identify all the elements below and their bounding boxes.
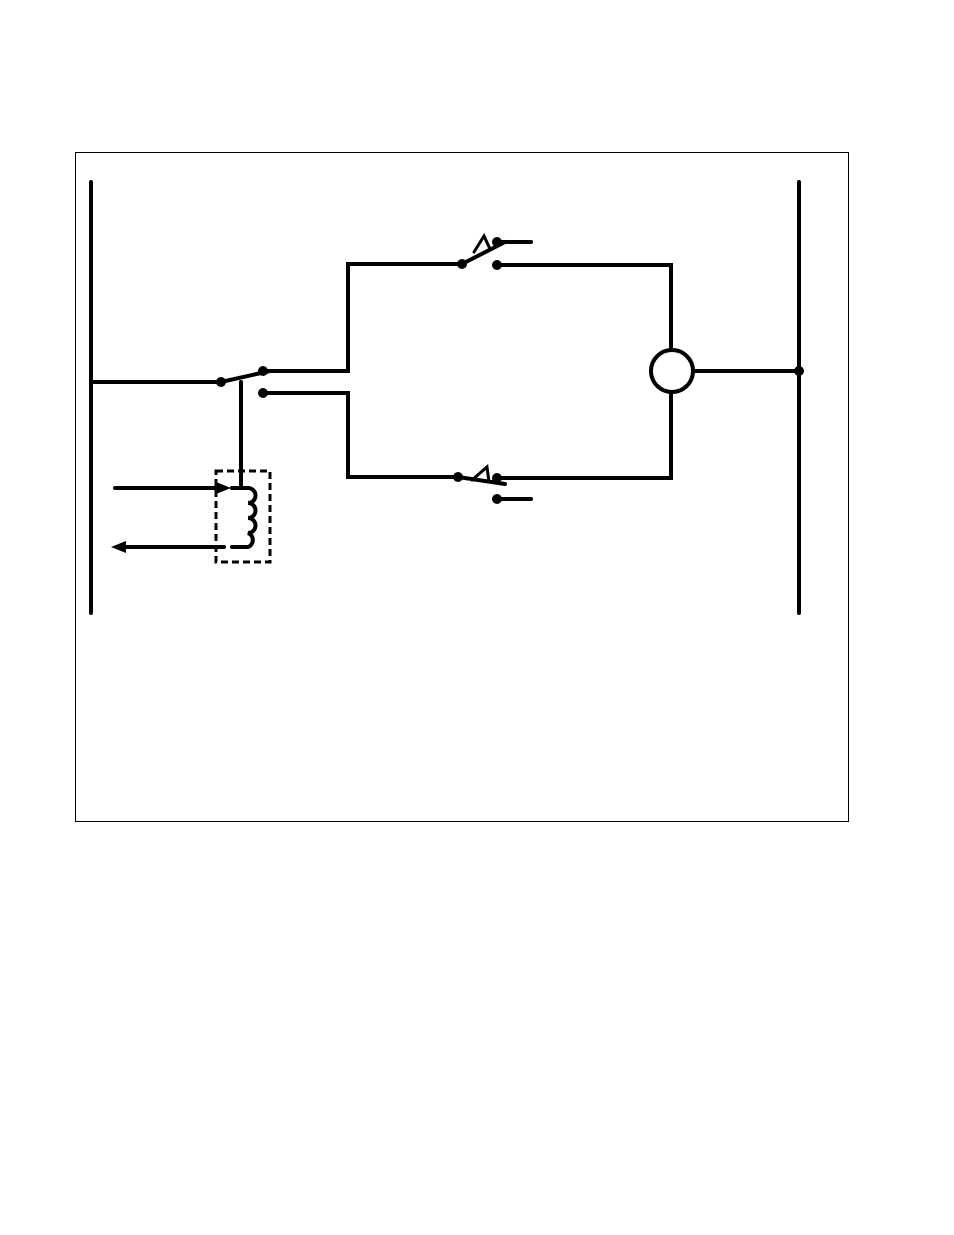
lower-branch-wire [263, 393, 458, 477]
right-bus-junction [794, 366, 804, 376]
input-arrow [115, 482, 231, 494]
input-arrowhead [216, 482, 231, 494]
lower-return-wire [497, 392, 671, 478]
lower-switch-contact [453, 467, 531, 504]
output-arrow [111, 541, 224, 553]
output-arrowhead [111, 541, 126, 553]
upper-return-wire [497, 265, 671, 350]
relay-coil-winding [232, 488, 256, 547]
circle-device [651, 350, 693, 392]
upper-branch-wire [263, 264, 462, 371]
